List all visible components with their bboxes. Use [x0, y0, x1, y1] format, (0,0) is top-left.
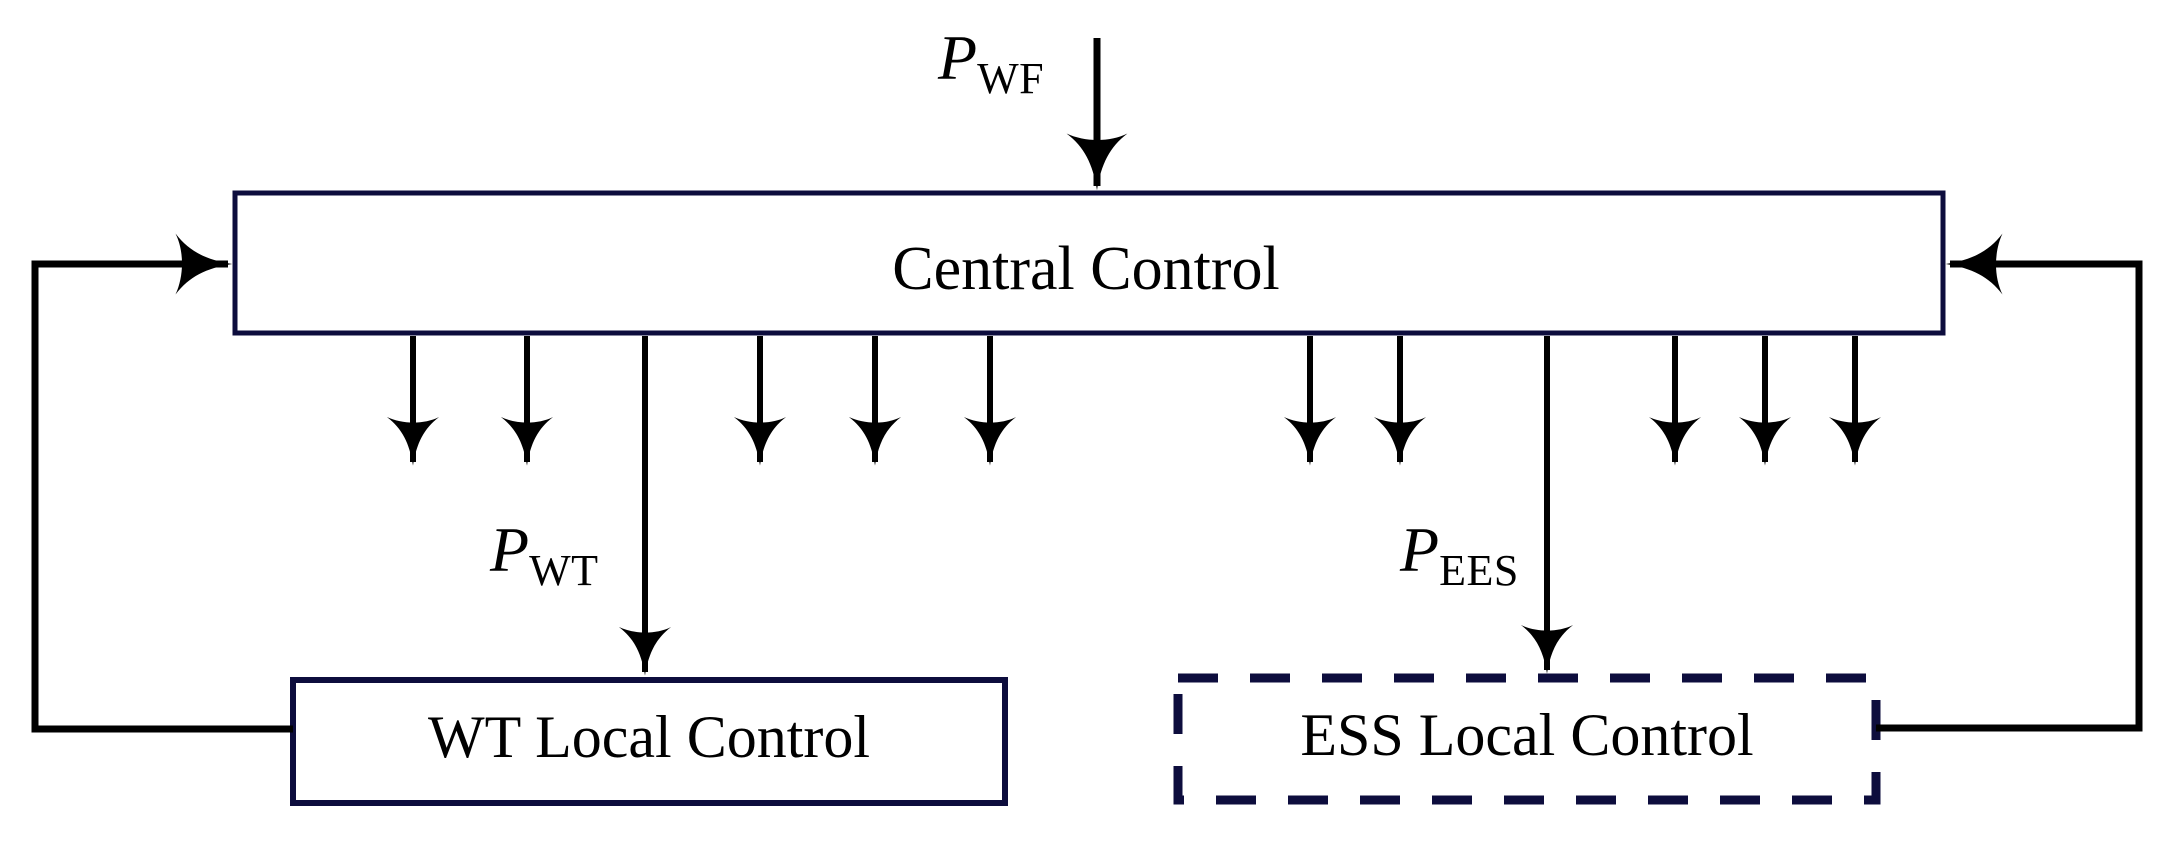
wt-feedback-path: [31, 233, 293, 733]
wt-local-control-box[interactable]: [290, 677, 1008, 806]
ess-feedback-path: [1876, 233, 2143, 732]
central-control-box[interactable]: [232, 190, 1946, 336]
ess-local-control-box[interactable]: [1173, 673, 1881, 805]
